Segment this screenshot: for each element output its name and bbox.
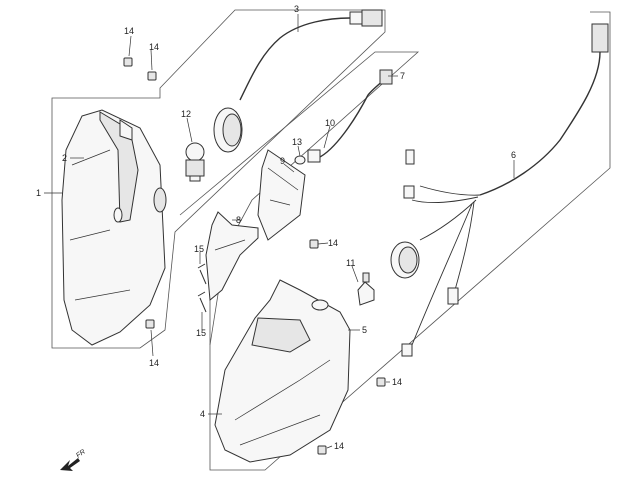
headlight-socket-wire: [213, 9, 383, 153]
callout-15-a: 15: [194, 244, 204, 254]
callout-14-a: 14: [124, 26, 134, 36]
callout-14-d: 14: [328, 238, 338, 248]
callout-14-c: 14: [149, 358, 159, 368]
callout-6: 6: [511, 150, 516, 160]
callout-8: 8: [236, 215, 241, 225]
callout-5: 5: [362, 325, 367, 335]
callout-13: 13: [292, 137, 302, 147]
callout-1: 1: [36, 188, 41, 198]
callout-14-e: 14: [392, 377, 402, 387]
callout-4: 4: [200, 409, 205, 419]
callout-10: 10: [325, 118, 335, 128]
callout-labels: 1 2 3 4 5 6 7 8 9 10 11 12 13 14 14 14 1…: [36, 4, 516, 451]
leader-lines: [44, 14, 515, 449]
headlight-bulb: [185, 142, 205, 182]
callout-3: 3: [294, 4, 299, 14]
callout-15-b: 15: [196, 328, 206, 338]
front-direction-arrow: FR: [60, 449, 87, 471]
headlight-housing-left: [61, 109, 167, 346]
callout-11: 11: [346, 258, 355, 268]
headlight-housing-right: [214, 279, 351, 463]
position-lamp-lens: [257, 149, 306, 241]
wire-harness: [390, 23, 609, 357]
front-direction-label: FR: [75, 449, 87, 460]
bolts-14: [123, 57, 386, 455]
position-lamp-cover: [205, 211, 259, 301]
callout-12: 12: [181, 109, 191, 119]
callout-7: 7: [400, 71, 405, 81]
headlight-bulb-right: [357, 272, 375, 306]
callout-14-b: 14: [149, 42, 159, 52]
callout-9: 9: [280, 156, 285, 166]
callout-2: 2: [62, 153, 67, 163]
screws-15: [197, 263, 207, 313]
callout-14-f: 14: [334, 441, 344, 451]
position-lamp-wire: [294, 69, 393, 165]
